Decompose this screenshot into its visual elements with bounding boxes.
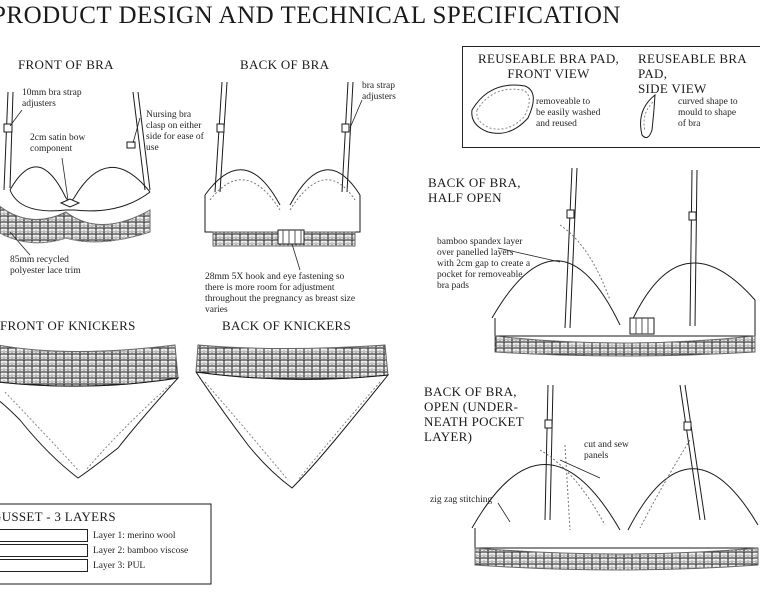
back-bra-half-open-drawing xyxy=(491,167,756,357)
front-knickers-heading: FRONT OF KNICKERS xyxy=(0,318,136,333)
back-bra-open-drawing xyxy=(471,384,759,571)
layer-2-swatch xyxy=(0,544,88,557)
back-knickers-heading: BACK OF KNICKERS xyxy=(222,318,352,333)
back-bra-half-open-heading: BACK OF BRA, HALF OPEN xyxy=(428,175,521,205)
bamboo-layer-note: bamboo spandex layer over panelled layer… xyxy=(437,237,531,291)
gusset-layer-3: Layer 3: PUL xyxy=(93,561,146,571)
front-bra-heading: FRONT OF BRA xyxy=(18,57,114,72)
bra-pad-panel xyxy=(462,46,760,148)
gusset-layer-1: Layer 1: merino wool xyxy=(93,531,176,541)
front-bra-drawing xyxy=(0,91,151,244)
bra-pad-front-drawing xyxy=(471,84,534,134)
back-strap-adjusters-note: bra strap adjusters xyxy=(362,81,396,102)
pad-curved-note: curved shape to mould to shape of bra xyxy=(678,97,738,129)
back-bra-open-heading: BACK OF BRA, OPEN (UNDER- NEATH POCKET L… xyxy=(424,384,525,444)
back-bra-drawing xyxy=(204,81,361,247)
pad-front-heading: REUSEABLE BRA PAD, FRONT VIEW xyxy=(478,51,620,81)
cut-sew-note: cut and sew panels xyxy=(584,440,629,461)
layer-3-swatch xyxy=(0,559,88,572)
hook-eye-note: 28mm 5X hook and eye fastening so there … xyxy=(205,272,356,315)
layer-1-swatch xyxy=(0,529,88,542)
pad-removable-note: removeable to be easily washed and reuse… xyxy=(536,97,601,129)
nursing-clasp-note: Nursing bra clasp on either side for eas… xyxy=(146,110,204,153)
annotation-leader-lines xyxy=(9,99,601,523)
back-knickers-drawing xyxy=(195,344,390,489)
gusset-layer-2: Layer 2: bamboo viscose xyxy=(93,546,189,556)
front-knickers-drawing xyxy=(0,344,180,479)
satin-bow-note: 2cm satin bow component xyxy=(30,133,86,154)
gusset-heading: GUSSET - 3 LAYERS xyxy=(0,509,116,524)
page-title: PRODUCT DESIGN AND TECHNICAL SPECIFICATI… xyxy=(0,2,621,29)
back-bra-heading: BACK OF BRA xyxy=(240,57,330,72)
bra-pad-side-drawing xyxy=(640,93,656,139)
pad-side-heading: REUSEABLE BRA PAD, SIDE VIEW xyxy=(638,51,747,96)
zigzag-note: zig zag stitching xyxy=(430,495,493,505)
lace-trim-note: 85mm recycled polyester lace trim xyxy=(10,255,81,276)
gusset-panel xyxy=(0,503,212,585)
strap-adjusters-note: 10mm bra strap adjusters xyxy=(22,88,82,109)
